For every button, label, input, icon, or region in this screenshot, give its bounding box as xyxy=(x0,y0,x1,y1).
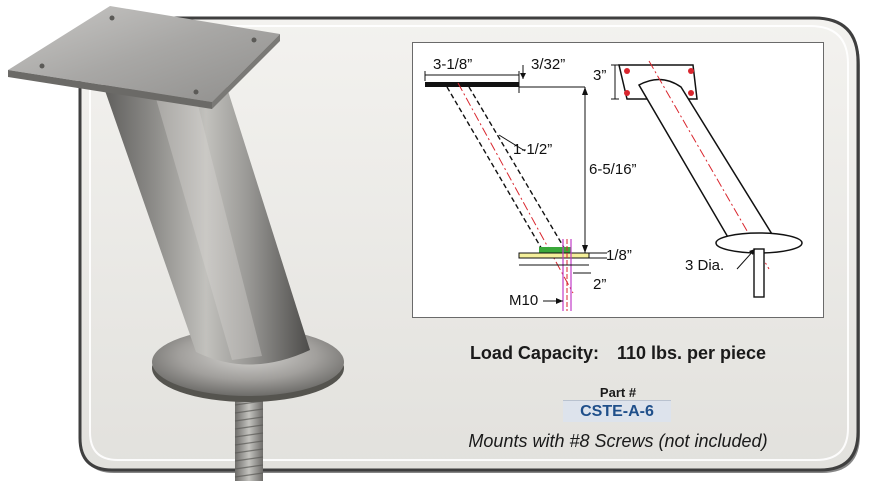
screw-hole-icon xyxy=(109,15,115,21)
part-number-label: Part # xyxy=(599,385,637,400)
angled-tube xyxy=(102,72,310,365)
product-photo xyxy=(8,6,344,481)
dim-plate-thickness: 3/32” xyxy=(531,56,566,73)
dim-height: 6-5/16” xyxy=(589,161,637,178)
screw-hole-icon xyxy=(39,63,45,69)
load-capacity-label: Load Capacity: xyxy=(469,343,599,363)
left-side-view xyxy=(424,65,607,311)
dim-thread: M10 xyxy=(509,292,539,309)
threaded-stud xyxy=(234,395,264,481)
top-mounting-plate xyxy=(8,6,280,109)
dim-plate-depth: 3” xyxy=(593,67,607,84)
dim-tube-diameter: 1-1/2” xyxy=(513,141,553,158)
dimension-drawing xyxy=(424,60,803,311)
load-capacity-value: 110 lbs. per piece xyxy=(616,343,767,363)
dim-base-thickness: 1/8” xyxy=(606,247,632,264)
part-number: CSTE-A-6 xyxy=(580,403,654,420)
screw-hole-icon xyxy=(251,37,257,43)
right-perspective-view xyxy=(611,60,803,298)
load-capacity: Load Capacity: 110 lbs. per piece xyxy=(412,343,824,364)
part-number-badge: CSTE-A-6 xyxy=(563,400,671,422)
mounting-note: Mounts with #8 Screws (not included) xyxy=(468,431,768,451)
dim-base-diameter: 3 Dia. xyxy=(685,257,725,274)
dim-plate-width: 3-1/8” xyxy=(433,56,473,73)
dim-base-offset: 2” xyxy=(593,276,607,293)
screw-hole-icon xyxy=(193,89,199,95)
technical-drawing: 3-1/8” 3/32” 1-1/2” 6-5/16” 1/8” 2” M10 … xyxy=(412,42,824,318)
